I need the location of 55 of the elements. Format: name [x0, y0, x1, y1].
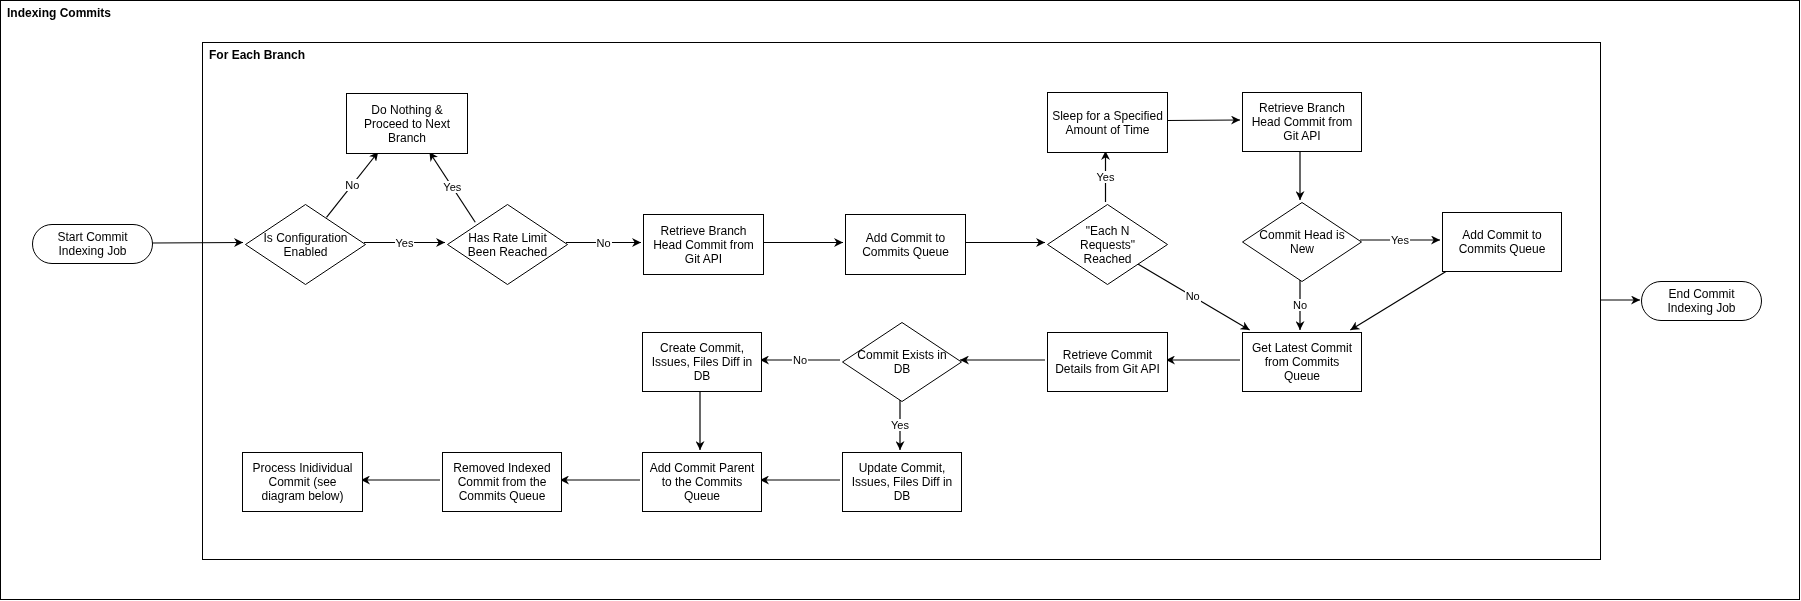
frame-title: Indexing Commits — [7, 5, 111, 22]
process-box — [346, 93, 468, 154]
process-box — [242, 452, 363, 512]
node-label: Retrieve Commit Details from Git API — [1054, 348, 1161, 376]
node-label: Add Commit to Commits Queue — [1457, 228, 1547, 256]
node-label: Commit Exists in DB — [856, 348, 948, 376]
process-box — [1442, 212, 1562, 272]
edge-label: No — [1291, 299, 1309, 311]
node-label: Retrieve Branch Head Commit from Git API — [652, 223, 755, 266]
node-label: "Each N Requests" Reached — [1079, 223, 1136, 266]
edge-label: No — [791, 354, 809, 366]
edge-label: No — [1184, 290, 1201, 303]
group-frame — [202, 42, 1601, 560]
node-label: Removed Indexed Commit from the Commits Queue — [452, 461, 552, 503]
arrow — [1599, 295, 1641, 305]
decision-diamond — [447, 204, 568, 285]
edge-label: No — [344, 178, 361, 191]
edge-label: Yes — [394, 236, 415, 249]
process-box — [1047, 332, 1168, 392]
node-label: Do Nothing & Proceed to Next Branch — [362, 102, 451, 145]
frame-title: For Each Branch — [209, 47, 306, 64]
node-label: Commit Head is New — [1258, 228, 1346, 256]
node-label: Sleep for a Specified Amount of Time — [1051, 108, 1164, 137]
node-label: Add Commit Parent to the Commits Queue — [648, 461, 756, 503]
decision-diamond — [1047, 204, 1168, 285]
edge-label: Yes — [890, 419, 910, 431]
node-label: Get Latest Commit from Commits Queue — [1251, 341, 1353, 383]
process-box — [642, 452, 762, 512]
node-label: Start Commit Indexing Job — [56, 230, 129, 258]
decision-diamond — [842, 322, 962, 402]
decision-diamond — [245, 204, 366, 285]
process-box — [1242, 92, 1362, 152]
edge-label: No — [595, 236, 612, 249]
node-label: Is Configuration Enabled — [262, 230, 349, 259]
process-box — [1047, 92, 1168, 153]
node-label: Process Inidividual Commit (see diagram below) — [251, 461, 354, 503]
node-label: Retrieve Branch Head Commit from Git API — [1250, 101, 1354, 143]
arrow — [895, 399, 905, 451]
edge-label: Yes — [1095, 170, 1116, 183]
arrow — [959, 355, 1046, 365]
node-label: Has Rate Limit Been Reached — [466, 230, 549, 259]
node-label: Update Commit, Issues, Files Diff in DB — [850, 461, 954, 503]
process-box — [642, 332, 762, 392]
node-label: End Commit Indexing Job — [1666, 287, 1737, 315]
process-box — [442, 452, 562, 512]
node-label: Add Commit to Commits Queue — [861, 230, 950, 259]
decision-diamond — [1242, 202, 1362, 282]
process-box — [845, 214, 966, 275]
process-box — [643, 214, 764, 275]
process-box — [1242, 332, 1362, 392]
process-box — [842, 452, 962, 512]
arrow — [151, 238, 244, 248]
edge-label: Yes — [442, 181, 463, 194]
edge-label: Yes — [1390, 234, 1410, 246]
node-label: Create Commit, Issues, Files Diff in DB — [650, 341, 754, 383]
